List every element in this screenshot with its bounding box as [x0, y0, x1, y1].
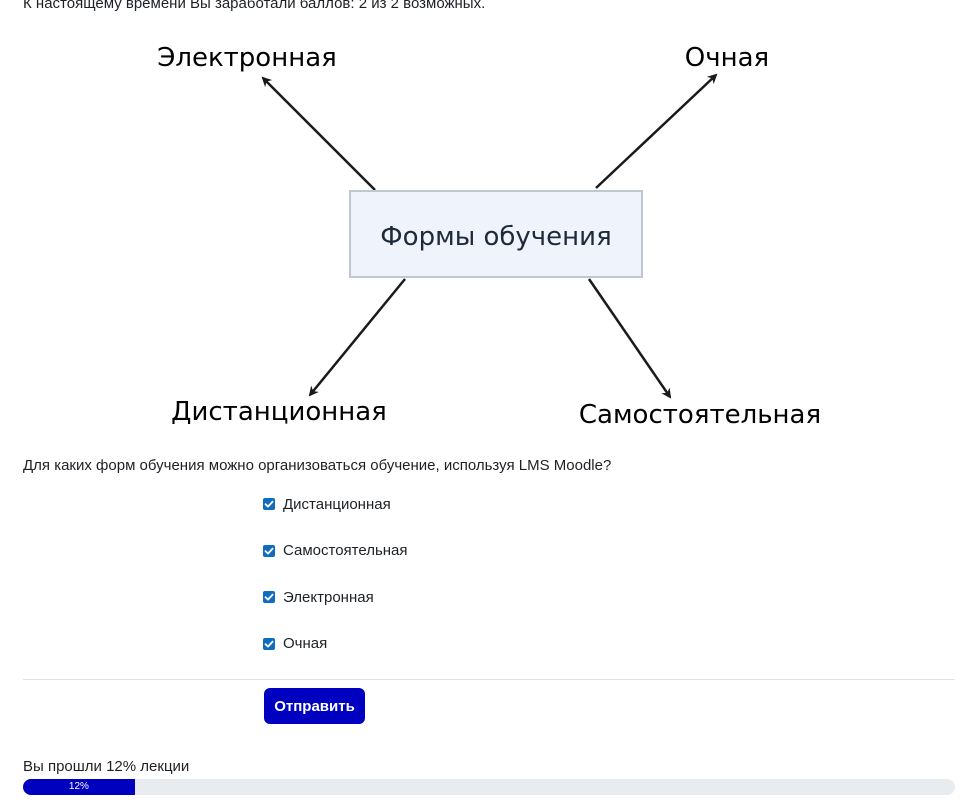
center-label: Формы обучения — [380, 222, 611, 252]
checkbox-electronic[interactable] — [263, 591, 275, 603]
form-divider — [23, 679, 955, 680]
option-label: Очная — [283, 635, 328, 652]
submit-button[interactable]: Отправить — [264, 688, 365, 724]
arrow-to-fulltime — [595, 73, 718, 189]
label-fulltime: Очная — [685, 43, 769, 73]
option-electronic[interactable]: Электронная — [263, 586, 408, 608]
score-summary: К настоящему времени Вы заработали балло… — [23, 0, 486, 12]
check-icon — [264, 640, 274, 647]
arrow-to-independent — [587, 278, 672, 399]
option-label: Электронная — [283, 588, 374, 606]
option-independent[interactable]: Самостоятельная — [263, 540, 408, 562]
answer-options: Дистанционная Самостоятельная Электронна… — [263, 493, 408, 679]
arrow-to-electronic — [261, 76, 376, 191]
check-icon — [264, 593, 274, 601]
arrow-to-distance — [308, 278, 406, 397]
progress-label: Вы прошли 12% лекции — [23, 758, 190, 775]
label-electronic: Электронная — [157, 43, 337, 73]
progress-fill: 12% — [23, 779, 135, 795]
label-independent: Самостоятельная — [579, 400, 821, 430]
progress-bar: 12% — [23, 779, 955, 795]
check-icon — [264, 500, 274, 508]
option-fulltime[interactable]: Очная — [263, 633, 408, 655]
learning-forms-diagram: Формы обучения Электронная Очная Дистанц… — [157, 43, 821, 430]
question-text: Для каких форм обучения можно организова… — [23, 457, 612, 474]
option-label: Самостоятельная — [283, 542, 408, 559]
checkbox-independent[interactable] — [263, 544, 275, 557]
checkbox-distance[interactable] — [263, 498, 275, 510]
label-distance: Дистанционная — [171, 397, 387, 427]
check-icon — [264, 547, 274, 554]
center-box — [349, 190, 643, 278]
option-label: Дистанционная — [283, 495, 391, 513]
option-distance[interactable]: Дистанционная — [263, 493, 408, 515]
checkbox-fulltime[interactable] — [263, 637, 275, 650]
